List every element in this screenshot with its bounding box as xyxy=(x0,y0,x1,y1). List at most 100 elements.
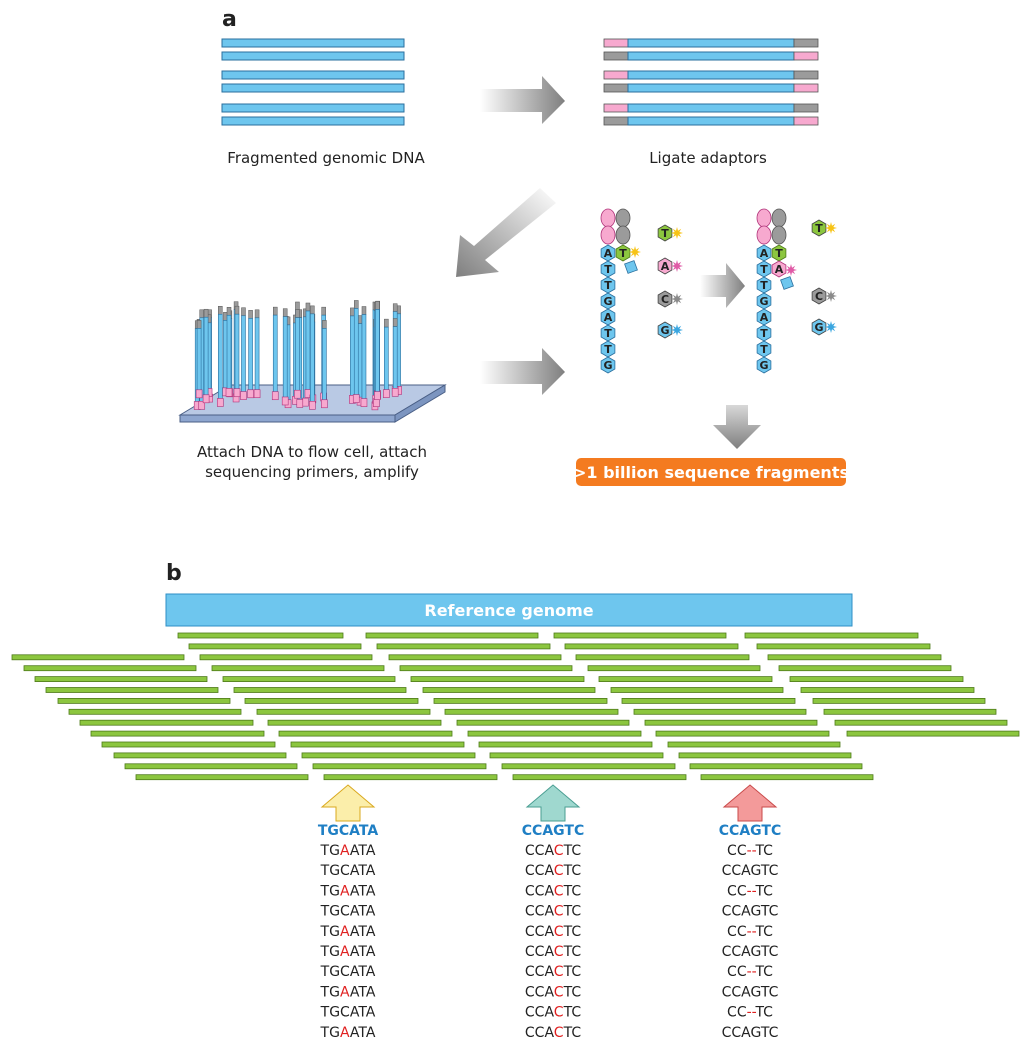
base-hex xyxy=(600,356,616,374)
read-sequence: CC--TC xyxy=(727,1005,773,1021)
adaptor xyxy=(603,116,629,126)
read-bar xyxy=(587,665,761,672)
cluster-tip xyxy=(350,307,355,317)
base-char: A xyxy=(340,944,350,960)
adaptor xyxy=(793,103,819,113)
base-char: T xyxy=(760,904,770,920)
read-bar xyxy=(564,643,739,650)
base-char: C xyxy=(571,1025,581,1041)
read-bar xyxy=(410,676,585,682)
read-bar xyxy=(778,665,952,672)
base-char: - xyxy=(752,843,757,859)
read-bar xyxy=(376,643,551,650)
primer-pink xyxy=(756,208,772,228)
arrow-diagonal xyxy=(456,188,556,277)
read-bar xyxy=(244,698,419,704)
free-nucleotide-letter: G xyxy=(814,321,823,334)
dna-fragment xyxy=(221,103,405,113)
read-bar xyxy=(222,676,396,682)
base-char: C xyxy=(722,984,732,1000)
read-bar xyxy=(678,752,852,759)
read-bar xyxy=(823,708,997,715)
base-char: C xyxy=(554,863,564,879)
reference-sequence: TGCATA xyxy=(318,823,379,839)
base-char: C xyxy=(727,924,737,940)
cluster-tip xyxy=(241,307,246,316)
base-char: C xyxy=(722,863,732,879)
base-char: - xyxy=(747,883,752,899)
arrow-right-bottom xyxy=(480,348,565,395)
base-letter: T xyxy=(760,327,768,340)
base-char: C xyxy=(525,944,535,960)
read-bar xyxy=(800,687,975,693)
base-char: C xyxy=(571,924,581,940)
base-char: A xyxy=(350,964,360,980)
base-char: A xyxy=(741,863,751,879)
base-char: T xyxy=(563,944,573,960)
base-char: C xyxy=(535,843,545,859)
read-bar xyxy=(113,752,287,759)
cluster-strand xyxy=(254,317,260,397)
base-char: A xyxy=(544,904,554,920)
base-char: G xyxy=(751,944,761,960)
base-char: C xyxy=(731,984,741,1000)
cluster-tip xyxy=(295,301,300,311)
base-letter: T xyxy=(604,263,612,276)
dna-fragment xyxy=(627,116,795,126)
adaptor xyxy=(793,83,819,93)
base-char: C xyxy=(525,883,535,899)
cluster-primer xyxy=(198,400,206,410)
base-char: A xyxy=(350,1025,360,1041)
result-banner-bg xyxy=(576,458,846,486)
free-nucleotide-hex xyxy=(811,318,827,336)
read-sequence: CCACTC xyxy=(525,984,581,1000)
ligate-adaptors-label: Ligate adaptors xyxy=(649,149,767,167)
base-char: C xyxy=(737,883,747,899)
cluster-tip xyxy=(234,305,240,315)
read-sequence: TGAATA xyxy=(320,1025,376,1041)
read-bar xyxy=(667,741,841,748)
primer-pink xyxy=(756,225,772,245)
variant-column: TGCATATGAATATGCATATGAATATGCATATGAATATGAA… xyxy=(318,784,379,1041)
aligned-reads xyxy=(11,632,1020,781)
base-char: T xyxy=(760,944,770,960)
read-bar xyxy=(79,719,254,726)
read-sequence: TGAATA xyxy=(320,883,376,899)
read-sequence: CCACTC xyxy=(525,1025,581,1041)
base-char: C xyxy=(554,924,564,940)
base-char: T xyxy=(357,1025,367,1041)
base-char: A xyxy=(340,1025,350,1041)
cluster-strand xyxy=(384,326,389,396)
base-char: T xyxy=(320,964,330,980)
read-bar xyxy=(233,687,407,693)
read-bar xyxy=(633,708,807,715)
base-char: T xyxy=(357,964,367,980)
read-sequence: CCACTC xyxy=(525,863,581,879)
adaptor xyxy=(603,83,629,93)
base-char: C xyxy=(571,843,581,859)
base-char: - xyxy=(747,924,752,940)
flow-cell-plate-end xyxy=(394,384,446,423)
base-char: G xyxy=(329,1005,340,1021)
base-char: T xyxy=(320,843,330,859)
read-bar xyxy=(301,752,476,759)
read-bar xyxy=(267,719,442,726)
read-bar xyxy=(422,687,596,693)
base-char: A xyxy=(366,1005,376,1021)
base-char: A xyxy=(544,984,554,1000)
base-char: T xyxy=(563,964,573,980)
panel-a-letter: a xyxy=(222,7,237,32)
read-bar xyxy=(489,752,664,759)
base-char: C xyxy=(727,883,737,899)
cluster-tip xyxy=(305,302,311,312)
adaptor xyxy=(603,103,629,113)
adaptor xyxy=(793,38,819,48)
base-char: T xyxy=(320,924,330,940)
base-char: A xyxy=(544,883,554,899)
base-char: T xyxy=(754,964,764,980)
base-char: A xyxy=(544,964,554,980)
read-bar xyxy=(199,654,373,661)
base-char: - xyxy=(752,964,757,980)
dna-fragment xyxy=(221,51,405,61)
